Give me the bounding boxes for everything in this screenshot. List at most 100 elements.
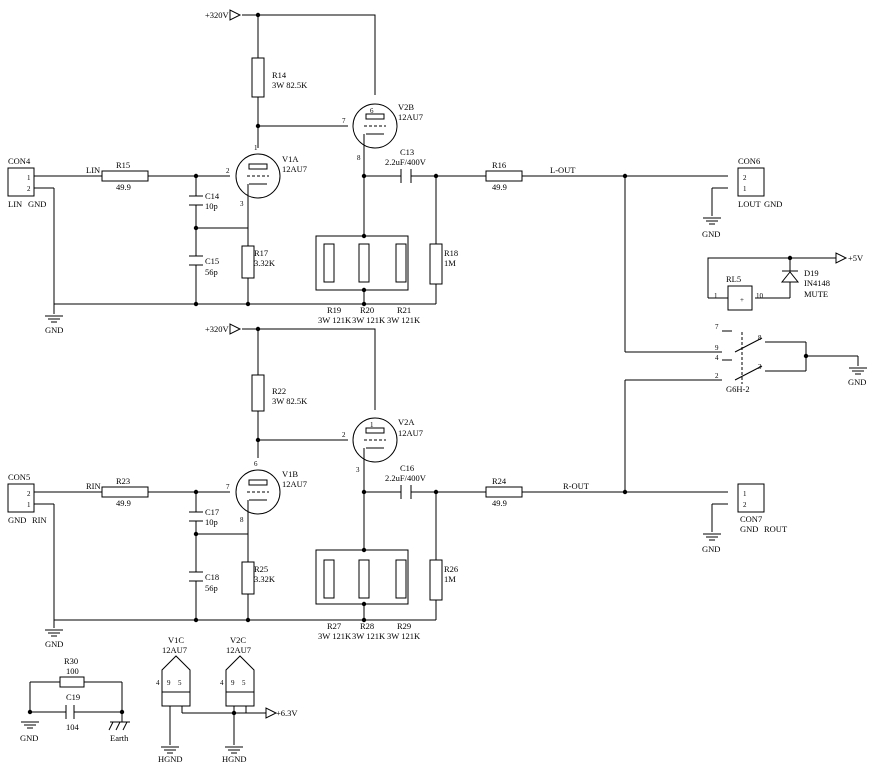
v1a-pin-cathode: 3 [240, 200, 244, 208]
net-lin: LIN [86, 165, 100, 175]
supply-symbols: +320V +320V +5V +6.3V GND GND GND GND GN… [20, 9, 868, 764]
c18-value: 56p [205, 583, 218, 593]
r16-value: 49.9 [492, 182, 507, 192]
con4-label-a: LIN [8, 199, 22, 209]
r19-ref: R19 [327, 305, 341, 315]
r30-value: 100 [66, 666, 79, 676]
r23-value: 49.9 [116, 498, 131, 508]
top-channel-wires [34, 14, 728, 314]
sw-pin-2: 2 [715, 372, 719, 380]
earth-label: Earth [110, 733, 129, 743]
v1c-pin-c: 5 [178, 679, 182, 687]
v1b-pin-plate: 6 [254, 460, 258, 468]
v2a-pin-grid: 2 [342, 431, 346, 439]
v2b-pin-plate: 6 [370, 107, 374, 115]
v2a-pin-plate: 1 [370, 421, 374, 429]
v2b-type: 12AU7 [398, 112, 423, 122]
sw-pin-9: 9 [715, 344, 719, 352]
r25-ref: R25 [254, 564, 268, 574]
v1c-pin-a: 4 [156, 679, 160, 687]
rl5-coil-mark: + [740, 296, 744, 304]
v2b-ref: V2B [398, 102, 414, 112]
resistor-r23: R23 49.9 [101, 476, 149, 508]
con7-pin2: 2 [743, 501, 747, 509]
hv-arrow-bottom-icon [229, 323, 242, 335]
r21-value: 3W 121K [387, 315, 421, 325]
resistor-r25: R25 3.32K [241, 561, 276, 595]
r18-value: 1M [444, 258, 456, 268]
r20-ref: R20 [360, 305, 374, 315]
switch-ref: G6H-2 [726, 384, 750, 394]
sw-pin-7: 7 [715, 323, 719, 331]
diode-d19: D19 IN4148 [780, 268, 830, 288]
capacitor-c14: C14 10p [189, 191, 220, 211]
c16-value: 2.2uF/400V [385, 473, 427, 483]
c17-ref: C17 [205, 507, 219, 517]
junctions [27, 12, 809, 716]
con6-pin2: 1 [743, 185, 747, 193]
v1b-pin-cathode: 8 [240, 516, 244, 524]
con7-label-a: GND [740, 524, 758, 534]
r15-ref: R15 [116, 160, 130, 170]
v2c-pin-b: 9 [231, 679, 235, 687]
c14-ref: C14 [205, 191, 220, 201]
bottom-channel-wires [34, 328, 728, 628]
con5-pin2: 1 [27, 501, 31, 509]
resistor-r29: R29 3W 121K [387, 559, 421, 641]
con7-pin1: 1 [743, 490, 747, 498]
gnd-label: GND [848, 377, 866, 387]
ground-icon [44, 629, 64, 637]
resistor-r14: R14 3W 82.5K [251, 57, 308, 98]
v1c-type: 12AU7 [162, 645, 187, 655]
tube-v2b: 6 7 8 V2B 12AU7 [342, 102, 423, 162]
con6-label-a: LOUT [738, 199, 761, 209]
v2c-pin-a: 4 [220, 679, 224, 687]
ground-icon [848, 367, 868, 375]
r14-ref: R14 [272, 70, 287, 80]
con4-pin2: 2 [27, 185, 31, 193]
v1c-pin-b: 9 [167, 679, 171, 687]
r15-value: 49.9 [116, 182, 131, 192]
r25-value: 3.32K [254, 574, 276, 584]
ground-icon [44, 315, 64, 323]
c19-ref: C19 [66, 692, 80, 702]
v2a-type: 12AU7 [398, 428, 423, 438]
ground-icon [702, 533, 722, 541]
gnd-label: GND [702, 229, 720, 239]
sw-pin-3: 3 [758, 363, 762, 371]
r28-ref: R28 [360, 621, 374, 631]
v1a-ref: V1A [282, 154, 299, 164]
relay-wires [624, 176, 859, 492]
connector-con5: CON5 2 1 GND RIN [7, 472, 47, 525]
resistor-r26: R26 1M [429, 559, 458, 601]
plus63-label: +6.3V [276, 708, 298, 718]
capacitor-c16: C16 2.2uF/400V [385, 463, 427, 499]
d19-ref: D19 [804, 268, 819, 278]
v1a-pin-plate: 1 [254, 144, 258, 152]
hgnd-label: HGND [158, 754, 183, 764]
c16-ref: C16 [400, 463, 414, 473]
rl5-pin-b: 10 [756, 292, 764, 300]
resistor-r17: R17 3.32K [241, 245, 276, 279]
capacitor-c18: C18 56p [189, 571, 219, 593]
hgnd-label: HGND [222, 754, 247, 764]
v1a-type: 12AU7 [282, 164, 307, 174]
r26-value: 1M [444, 574, 456, 584]
c15-value: 56p [205, 267, 218, 277]
c19-value: 104 [66, 722, 80, 732]
tube-v2c-heater: 4 9 5 V2C 12AU7 [220, 635, 255, 707]
r17-ref: R17 [254, 248, 268, 258]
sw-pin-8: 8 [758, 334, 762, 342]
c18-ref: C18 [205, 572, 219, 582]
r18-ref: R18 [444, 248, 458, 258]
connector-con7: 1 2 CON7 GND ROUT [737, 483, 788, 534]
r19-value: 3W 121K [318, 315, 352, 325]
c14-value: 10p [205, 201, 218, 211]
r29-ref: R29 [397, 621, 411, 631]
hv-arrow-top-icon [229, 9, 242, 21]
rl5-ref: RL5 [726, 274, 741, 284]
v2c-ref: V2C [230, 635, 246, 645]
resistor-r30: R30 100 [59, 656, 85, 688]
ground-icon [702, 217, 722, 225]
